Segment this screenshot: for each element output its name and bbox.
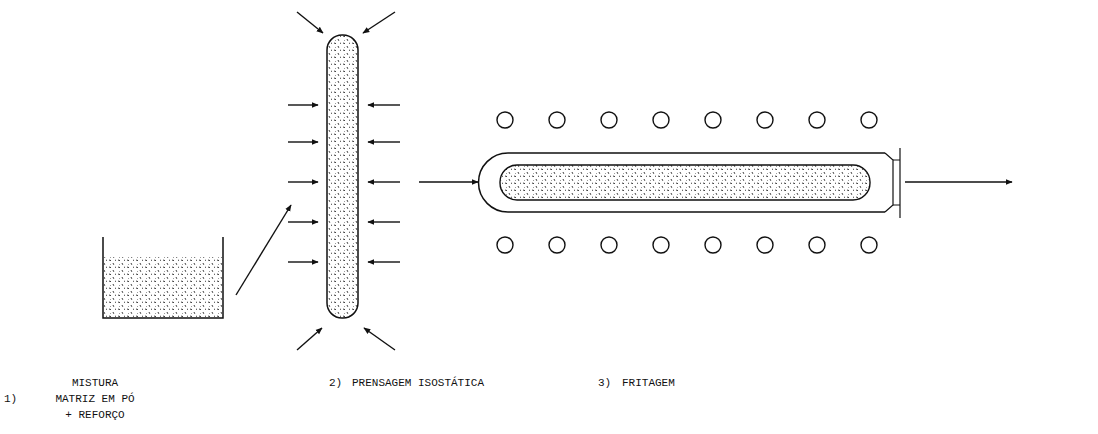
- step-label: PRENSAGEM ISOSTÁTICA: [352, 375, 484, 391]
- sintering-step: 3)FRITAGEM: [476, 108, 910, 258]
- pressing-step: 2)PRENSAGEM ISOSTÁTICA: [285, 8, 405, 355]
- step-label: FRITAGEM: [622, 375, 675, 391]
- step-number: 1): [4, 391, 17, 407]
- step-number: 3): [598, 375, 611, 391]
- flow-arrow: [419, 181, 478, 182]
- flow-arrow: [236, 205, 291, 295]
- mix-step: 1)MISTURA MATRIZ EM PÓ + REFORÇO: [100, 235, 226, 320]
- step-number: 2): [329, 375, 342, 391]
- press-capsule: [288, 12, 400, 350]
- furnace-tube: [479, 112, 1013, 253]
- step-label: MISTURA MATRIZ EM PÓ + REFORÇO: [50, 375, 140, 423]
- beaker: [103, 237, 223, 318]
